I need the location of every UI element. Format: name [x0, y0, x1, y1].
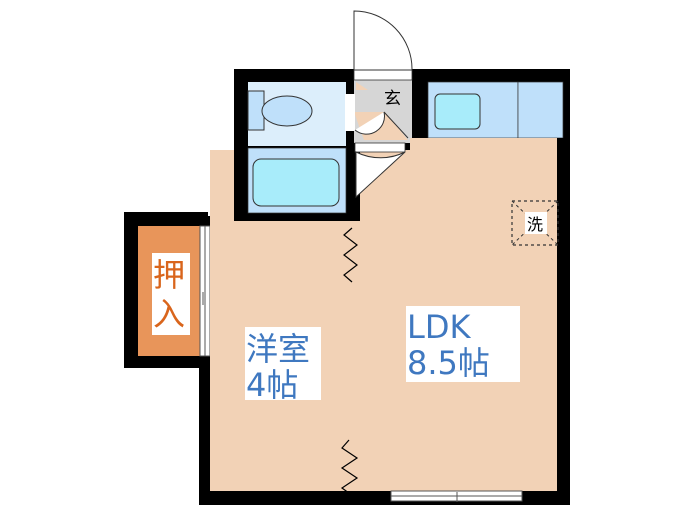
closet-label-1: 押	[153, 256, 185, 294]
entrance-inner-door	[354, 111, 385, 135]
bathtub-icon	[252, 158, 340, 207]
front-door[interactable]	[353, 10, 413, 71]
front-door-frame[interactable]	[353, 69, 413, 81]
western-room-size: 4帖	[246, 366, 298, 404]
washer-label: 洗	[527, 215, 543, 234]
closet-label-2: 入	[153, 295, 185, 333]
bath-door[interactable]	[355, 151, 406, 199]
ldk-label: LDK	[407, 308, 471, 346]
western-room-label: 洋室	[246, 330, 310, 368]
partition-south	[340, 439, 359, 497]
washer-space	[511, 200, 559, 246]
refrigerator-space	[517, 81, 564, 139]
toilet-icon	[261, 95, 313, 127]
ldk-size: 8.5帖	[407, 344, 490, 382]
partition-north	[343, 227, 358, 283]
sink-icon	[434, 93, 481, 130]
entrance-label: 玄	[384, 89, 401, 109]
